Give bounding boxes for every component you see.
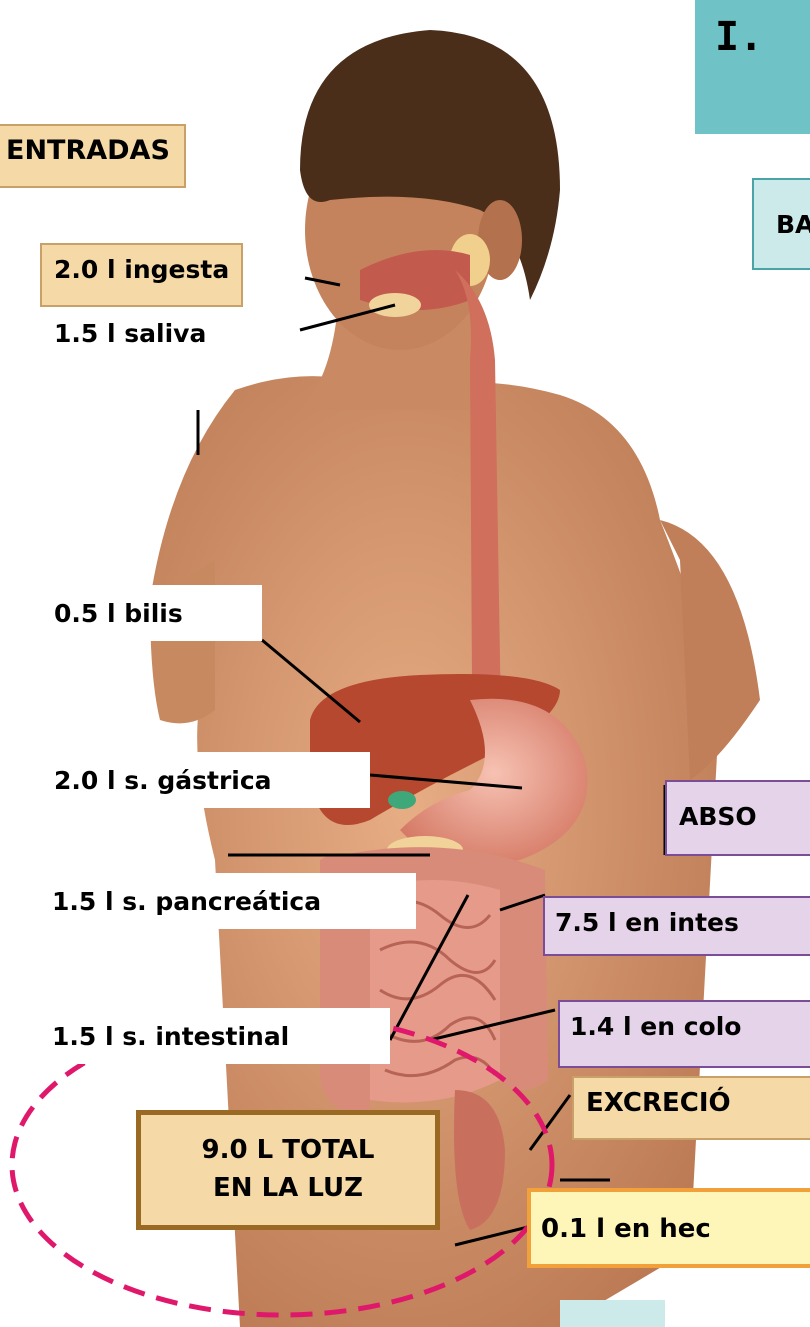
intestinal-label: 1.5 l s. intestinal xyxy=(44,1008,390,1064)
gastrica-label: 2.0 l s. gástrica xyxy=(44,752,370,808)
absorption-colon-label: 1.4 l en colo xyxy=(558,1000,810,1068)
gallbladder xyxy=(388,791,416,809)
ingesta-label: 2.0 l ingesta xyxy=(40,243,243,307)
excretion-feces-label: 0.1 l en hec xyxy=(527,1188,810,1268)
pancreatica-label: 1.5 l s. pancreática xyxy=(44,873,416,929)
section-number: I. xyxy=(715,14,763,60)
total-line-1: 9.0 L TOTAL xyxy=(141,1131,435,1169)
section-header: I. xyxy=(695,0,810,134)
bilis-label: 0.5 l bilis xyxy=(44,585,262,641)
bottom-strip xyxy=(560,1300,665,1327)
balance-title-box: BA xyxy=(752,178,810,270)
absorption-heading: ABSO xyxy=(665,780,810,856)
saliva-label: 1.5 l saliva xyxy=(48,313,212,355)
total-line-2: EN LA LUZ xyxy=(141,1169,435,1207)
inputs-heading: ENTRADAS xyxy=(0,124,186,188)
total-lumen-box: 9.0 L TOTAL EN LA LUZ xyxy=(136,1110,440,1230)
absorption-intestine-label: 7.5 l en intes xyxy=(543,896,810,956)
excretion-heading: EXCRECIÓ xyxy=(572,1076,810,1140)
balance-title-fragment: BA xyxy=(776,210,810,239)
